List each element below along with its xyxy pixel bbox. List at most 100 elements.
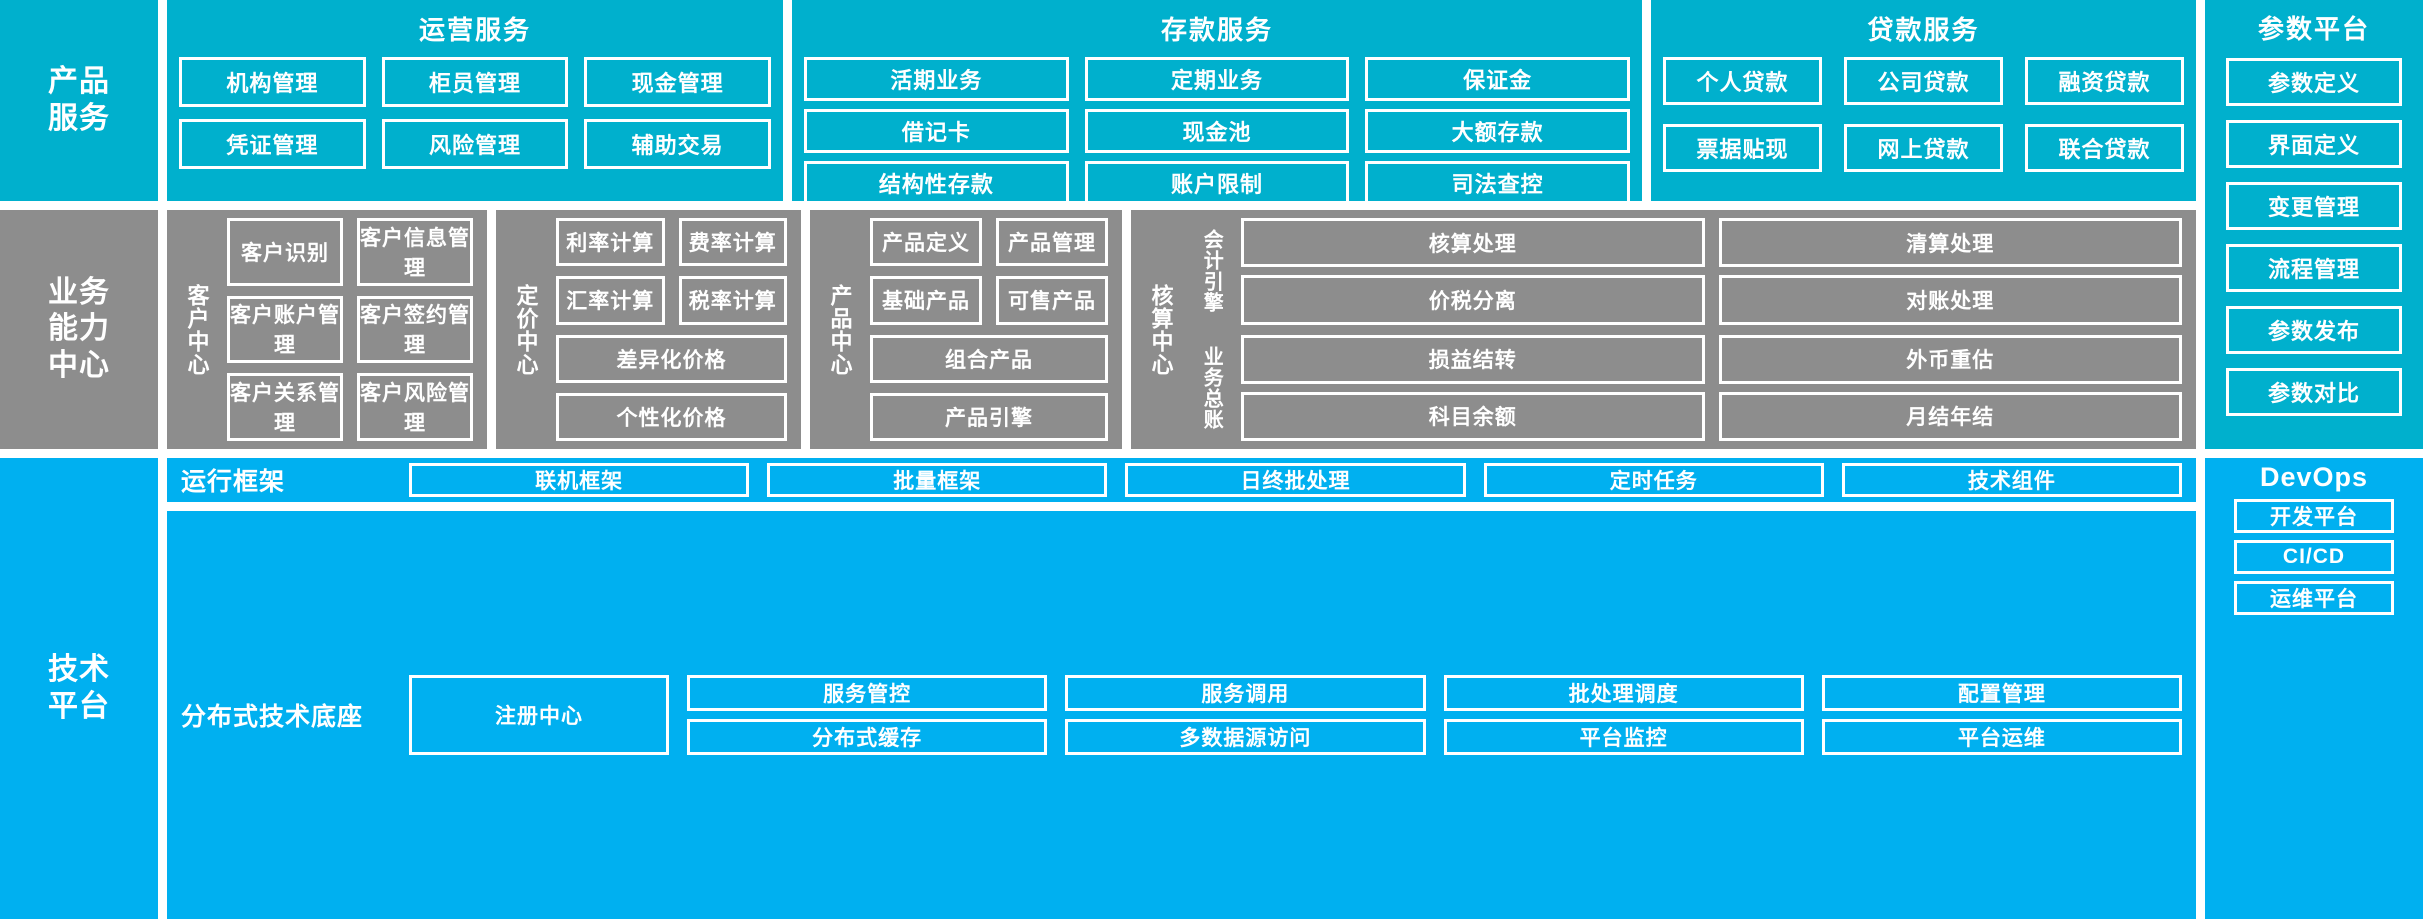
subgroup-label-accounting-engine: 会计引擎 [1200, 229, 1223, 314]
tile-cust-3[interactable]: 客户签约管理 [357, 295, 473, 364]
tile-acct-eng-2[interactable]: 价税分离 [1241, 275, 1705, 325]
tile-cust-0[interactable]: 客户识别 [227, 218, 343, 286]
rail-spacer [2205, 210, 2423, 449]
tile-ops-2[interactable]: 现金管理 [584, 57, 771, 107]
strip-distributed-foundation: 分布式技术底座 注册中心 服务管控 服务调用 批处理调度 配置管理 分布式缓存 … [167, 511, 2196, 919]
center-accounting: 核算中心 会计引擎 核算处理 清算处理 价税分离 对账处理 [1131, 210, 2196, 449]
center-label-customer: 客户中心 [184, 283, 210, 376]
tile-acct-led-3[interactable]: 月结年结 [1718, 391, 2182, 441]
tile-loan-3[interactable]: 票据贴现 [1663, 124, 1822, 172]
tile-dep-2[interactable]: 保证金 [1365, 57, 1630, 101]
tile-ops-1[interactable]: 柜员管理 [381, 57, 569, 107]
tile-run-2[interactable]: 日终批处理 [1125, 463, 1466, 497]
tile-dep-5[interactable]: 大额存款 [1365, 109, 1630, 153]
rail-item-param-2[interactable]: 变更管理 [2226, 182, 2402, 230]
rail-item-param-1[interactable]: 界面定义 [2226, 120, 2402, 168]
technical-platform-strips: 运行框架 联机框架 批量框架 日终批处理 定时任务 技术组件 分布式技术底座 注… [167, 458, 2196, 919]
tile-acct-led-0[interactable]: 损益结转 [1241, 334, 1705, 384]
tile-loan-0[interactable]: 个人贷款 [1663, 57, 1822, 105]
tile-dep-3[interactable]: 借记卡 [804, 109, 1069, 153]
center-label-pricing: 定价中心 [513, 283, 539, 376]
tile-grid-pricing-center: 利率计算 费率计算 汇率计算 税率计算 差异化价格 个性化价格 [556, 218, 787, 441]
rail-item-param-4[interactable]: 参数发布 [2226, 306, 2402, 354]
tile-cust-2[interactable]: 客户账户管理 [227, 295, 343, 364]
tile-ops-5[interactable]: 辅助交易 [584, 119, 771, 169]
tile-run-0[interactable]: 联机框架 [409, 463, 750, 497]
tile-cust-1[interactable]: 客户信息管理 [357, 218, 473, 286]
tile-base-0[interactable]: 服务管控 [687, 675, 1048, 711]
tile-prod-3[interactable]: 可售产品 [996, 276, 1108, 325]
tile-grid-deposit-services: 活期业务 定期业务 保证金 借记卡 现金池 大额存款 结构性存款 账户限制 司法… [804, 57, 1630, 205]
band-label-line: 产品 [48, 64, 110, 98]
tile-base-7[interactable]: 平台运维 [1821, 719, 2182, 755]
tile-base-5[interactable]: 多数据源访问 [1065, 719, 1426, 755]
tile-cust-5[interactable]: 客户风险管理 [357, 373, 473, 441]
rail-item-devops-0[interactable]: 开发平台 [2234, 499, 2394, 533]
tile-run-3[interactable]: 定时任务 [1483, 463, 1824, 497]
tile-price-3[interactable]: 税率计算 [678, 276, 787, 325]
rail-title-parameter-platform: 参数平台 [2257, 14, 2370, 44]
subgroup-accounting-engine: 会计引擎 核算处理 清算处理 价税分离 对账处理 [1191, 218, 2182, 325]
group-title-operation-services: 运营服务 [418, 15, 531, 45]
tile-dep-8[interactable]: 司法查控 [1365, 161, 1630, 205]
tile-registry-center[interactable]: 注册中心 [409, 675, 669, 755]
band-label-technical-platform: 技术 平台 [0, 458, 158, 919]
strip-runtime-framework: 运行框架 联机框架 批量框架 日终批处理 定时任务 技术组件 [167, 458, 2196, 502]
rail-item-param-5[interactable]: 参数对比 [2226, 368, 2402, 416]
tile-prod-2[interactable]: 基础产品 [870, 276, 982, 325]
tile-dep-7[interactable]: 账户限制 [1084, 161, 1350, 205]
tile-acct-eng-3[interactable]: 对账处理 [1718, 275, 2182, 325]
tile-loan-1[interactable]: 公司贷款 [1844, 57, 2003, 105]
tile-price-wide-1[interactable]: 个性化价格 [556, 392, 787, 441]
tile-run-4[interactable]: 技术组件 [1841, 463, 2183, 497]
group-operation-services: 运营服务 机构管理 柜员管理 现金管理 凭证管理 风险管理 辅助交易 [167, 0, 783, 201]
group-loan-services: 贷款服务 个人贷款 公司贷款 融资贷款 票据贴现 网上贷款 联合贷款 [1651, 0, 2196, 201]
band-label-product-services: 产品 服务 [0, 0, 158, 201]
tile-prod-1[interactable]: 产品管理 [996, 218, 1108, 267]
tile-prod-wide-1[interactable]: 产品引擎 [870, 392, 1108, 441]
tile-base-3[interactable]: 配置管理 [1821, 675, 2182, 711]
registry-center-wrap: 注册中心 [409, 675, 669, 755]
tile-dep-1[interactable]: 定期业务 [1084, 57, 1350, 101]
tile-base-4[interactable]: 分布式缓存 [687, 719, 1048, 755]
tile-acct-eng-1[interactable]: 清算处理 [1718, 218, 2182, 268]
center-label-product: 产品中心 [827, 283, 853, 376]
tile-price-1[interactable]: 费率计算 [678, 218, 787, 267]
tile-acct-led-2[interactable]: 科目余额 [1241, 391, 1705, 441]
tile-base-1[interactable]: 服务调用 [1065, 675, 1426, 711]
tile-ops-0[interactable]: 机构管理 [179, 57, 366, 107]
tile-dep-6[interactable]: 结构性存款 [804, 161, 1069, 205]
accounting-subgroups: 会计引擎 核算处理 清算处理 价税分离 对账处理 业务总账 损益结转 [1191, 218, 2182, 441]
band-label-line: 业务 [48, 275, 110, 309]
tile-run-1[interactable]: 批量框架 [767, 463, 1108, 497]
tile-price-wide-0[interactable]: 差异化价格 [556, 334, 787, 383]
center-customer: 客户中心 客户识别 客户信息管理 客户账户管理 客户签约管理 客户关系管理 客户… [167, 210, 487, 449]
tile-price-0[interactable]: 利率计算 [556, 218, 665, 267]
tile-prod-0[interactable]: 产品定义 [870, 218, 982, 267]
tile-acct-eng-0[interactable]: 核算处理 [1241, 218, 1705, 268]
tile-ops-4[interactable]: 风险管理 [381, 119, 569, 169]
tile-loan-4[interactable]: 网上贷款 [1844, 124, 2003, 172]
tile-dep-0[interactable]: 活期业务 [804, 57, 1069, 101]
tile-base-6[interactable]: 平台监控 [1443, 719, 1804, 755]
rail-item-param-0[interactable]: 参数定义 [2226, 58, 2402, 106]
tile-cust-4[interactable]: 客户关系管理 [227, 373, 343, 441]
rail-item-devops-2[interactable]: 运维平台 [2234, 581, 2394, 615]
accounting-subgroup-list: 会计引擎 核算处理 清算处理 价税分离 对账处理 业务总账 损益结转 [1191, 218, 2182, 441]
tile-loan-2[interactable]: 融资贷款 [2025, 57, 2184, 105]
tile-prod-wide-0[interactable]: 组合产品 [870, 334, 1108, 383]
rail-parameter-platform: 参数平台 参数定义 界面定义 变更管理 流程管理 参数发布 参数对比 [2205, 0, 2423, 449]
rail-item-devops-1[interactable]: CI/CD [2234, 540, 2394, 574]
tile-dep-4[interactable]: 现金池 [1084, 109, 1350, 153]
rail-item-param-3[interactable]: 流程管理 [2226, 244, 2402, 292]
band-label-line: 能力 [48, 312, 110, 346]
tile-ops-3[interactable]: 凭证管理 [179, 119, 366, 169]
tile-base-2[interactable]: 批处理调度 [1443, 675, 1804, 711]
tile-grid-loan-services: 个人贷款 公司贷款 融资贷款 票据贴现 网上贷款 联合贷款 [1663, 57, 2184, 172]
tile-grid-distributed-foundation: 服务管控 服务调用 批处理调度 配置管理 分布式缓存 多数据源访问 平台监控 平… [687, 675, 2182, 755]
tile-price-2[interactable]: 汇率计算 [556, 276, 665, 325]
band-label-line: 服务 [48, 101, 110, 135]
tile-acct-led-1[interactable]: 外币重估 [1718, 334, 2182, 384]
tile-loan-5[interactable]: 联合贷款 [2025, 124, 2184, 172]
